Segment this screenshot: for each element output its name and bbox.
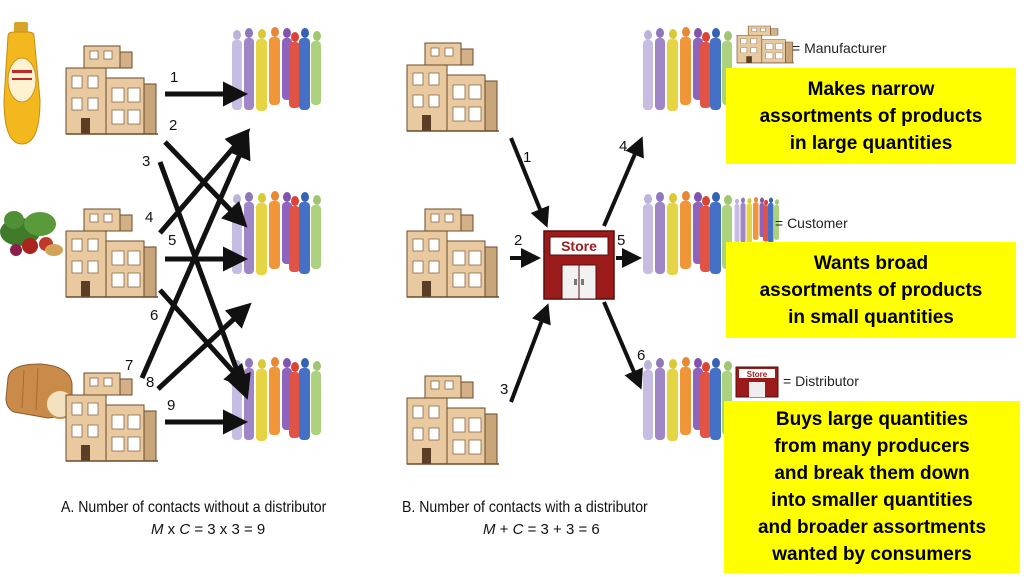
- arrow-number-a4: 4: [145, 209, 153, 226]
- customer-group-b2: [643, 191, 732, 275]
- customer-group-a3: [232, 357, 321, 441]
- customer-description: Wants broad assortments of products in s…: [726, 242, 1016, 338]
- store-sign: Store: [561, 238, 597, 254]
- distributor-description: Buys large quantities from many producer…: [724, 401, 1020, 573]
- vegetables-icon: [0, 211, 63, 256]
- customer-group-a1: [232, 27, 321, 111]
- legend-customer-icon: [734, 197, 779, 244]
- caption-a-formula: M x C = 3 x 3 = 9: [151, 521, 266, 538]
- manufacturer-building-a1: [65, 45, 159, 135]
- arrow-number-b1: 1: [523, 149, 531, 166]
- manufacturer-building-b2: [406, 208, 500, 298]
- arrow-numbers-b: 1 2 3 4 5 6: [500, 138, 645, 398]
- legend-store-icon: Store: [735, 366, 779, 398]
- contact-arrow-a8: [156, 302, 252, 391]
- arrow-number-a7: 7: [125, 357, 133, 374]
- legend-manufacturer-icon: [736, 25, 795, 64]
- contact-arrow-a3: [157, 161, 251, 400]
- contact-arrow-b4: [602, 136, 644, 227]
- caption-a-title: A. Number of contacts without a distribu…: [61, 499, 327, 516]
- arrow-number-a2: 2: [169, 117, 177, 134]
- caption-b-formula: M + C = 3 + 3 = 6: [483, 521, 600, 538]
- legend-distributor-label: = Distributor: [783, 373, 859, 389]
- customer-group-a2: [232, 191, 321, 275]
- manufacturer-building-b3: [406, 375, 500, 465]
- customer-group-b3: [643, 357, 732, 441]
- arrow-number-a5: 5: [168, 232, 176, 249]
- arrow-number-a3: 3: [142, 153, 150, 170]
- arrow-number-a1: 1: [170, 69, 178, 86]
- store-distributor: Store: [543, 230, 615, 300]
- caption-b-title: B. Number of contacts with a distributor: [402, 499, 648, 516]
- arrow-number-b2: 2: [514, 232, 522, 249]
- svg-text:Store: Store: [747, 370, 768, 379]
- arrow-number-a6: 6: [150, 307, 158, 324]
- manufacturer-building-a3: [65, 372, 159, 462]
- contact-arrow-b3: [509, 303, 551, 403]
- arrow-number-a8: 8: [146, 374, 154, 391]
- manufacturer-description: Makes narrow assortments of products in …: [726, 68, 1016, 164]
- contact-arrow-a7: [139, 133, 251, 380]
- bread-loaf-icon: [5, 363, 75, 419]
- shampoo-bottle-icon: [3, 22, 41, 145]
- arrow-number-a9: 9: [167, 397, 175, 414]
- arrow-numbers-a: 1 2 3 4 5 6 7 8 9: [125, 69, 178, 414]
- arrow-number-b5: 5: [617, 232, 625, 249]
- contact-arrow-b6: [602, 301, 643, 390]
- legend-customer-label: = Customer: [775, 215, 848, 231]
- contact-arrow-b1: [509, 137, 550, 228]
- manufacturer-building-b1: [406, 42, 500, 132]
- legend-manufacturer-label: = Manufacturer: [792, 40, 887, 56]
- arrow-number-b3: 3: [500, 381, 508, 398]
- arrow-number-b4: 4: [619, 138, 627, 155]
- arrow-number-b6: 6: [637, 347, 645, 364]
- customer-group-b1: [643, 27, 732, 111]
